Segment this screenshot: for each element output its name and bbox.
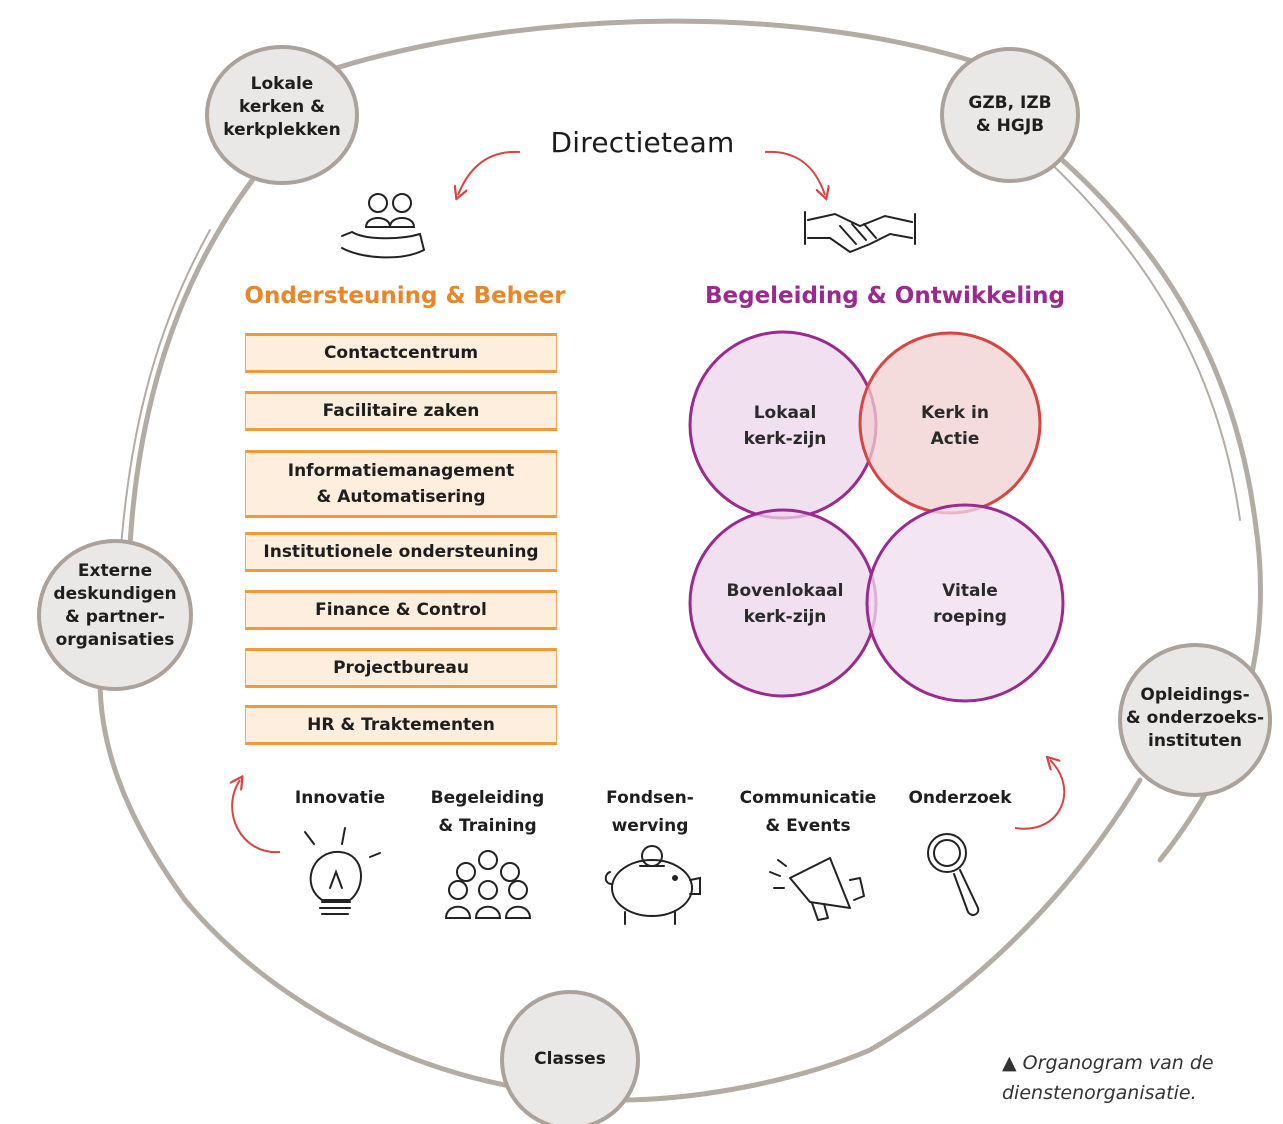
stack-item-contactcentrum: Contactcentrum — [245, 333, 557, 373]
service-communicatie: Communicatie & Events — [728, 784, 888, 840]
stack-item-label: Facilitaire zaken — [322, 401, 480, 421]
petals — [688, 330, 1065, 703]
stack-item-institutionele: Institutionele ondersteuning — [245, 532, 557, 572]
piggy-bank-icon — [604, 845, 701, 925]
stack-item-projectbureau: Projectbureau — [245, 648, 557, 688]
stack-item-label: & Automatisering — [316, 487, 486, 507]
petal-bovenlokaal-line-1: Bovenlokaal — [726, 581, 844, 601]
petal-circle-vitale — [865, 503, 1065, 703]
stack-item-facilitaire: Facilitaire zaken — [245, 391, 557, 431]
handshake-icon — [804, 211, 916, 254]
node-opleidings: Opleidings- & onderzoeks- instituten — [1120, 684, 1270, 753]
service-onderzoek-line-1: Onderzoek — [908, 788, 1012, 808]
petal-vitale-line-1: Vitale — [942, 581, 998, 601]
directieteam-arrows — [232, 150, 1066, 854]
stack-item-finance: Finance & Control — [245, 590, 557, 630]
service-innovatie: Innovatie — [280, 784, 400, 812]
left-branch-heading: Ondersteuning & Beheer — [244, 283, 566, 309]
service-fondsen-line-2: werving — [611, 816, 689, 836]
stack-item-label: HR & Traktementen — [307, 715, 495, 735]
service-communicatie-line-1: Communicatie — [739, 788, 877, 808]
node-externe: Externe deskundigen & partner- organisat… — [40, 560, 190, 652]
node-gzb: GZB, IZB & HGJB — [950, 92, 1070, 138]
node-externe-line-3: & partner- — [65, 607, 165, 627]
hands-people-icon — [341, 193, 426, 259]
service-fondsen-line-1: Fondsen- — [606, 788, 694, 808]
caption-line-1: ▲ Organogram van de — [1002, 1048, 1272, 1078]
node-lokale-line-2: kerken & — [239, 97, 325, 117]
magnifier-icon — [927, 833, 980, 916]
petal-bovenlokaal: Bovenlokaal kerk-zijn — [705, 578, 865, 630]
node-classes: Classes — [505, 1048, 635, 1071]
node-externe-line-2: deskundigen — [53, 584, 177, 604]
petal-kerk-line-1: Kerk in — [921, 403, 989, 423]
node-opleidings-line-2: & onderzoeks- — [1125, 708, 1265, 728]
petal-bovenlokaal-line-2: kerk-zijn — [743, 607, 827, 627]
petal-lokaal-line-2: kerk-zijn — [743, 429, 827, 449]
petal-kerk-line-2: Actie — [930, 429, 980, 449]
directieteam-title: Directieteam — [550, 126, 735, 159]
service-onderzoek: Onderzoek — [895, 784, 1025, 812]
stack-item-label: Finance & Control — [315, 600, 487, 620]
node-classes-line-1: Classes — [534, 1049, 606, 1069]
lightbulb-icon — [304, 827, 381, 915]
petal-vitale-line-2: roeping — [933, 607, 1007, 627]
caption-marker: ▲ — [1002, 1052, 1017, 1074]
node-lokale-line-3: kerkplekken — [223, 120, 341, 140]
node-gzb-line-1: GZB, IZB — [968, 93, 1052, 113]
node-circle-externe — [37, 539, 193, 691]
node-circle-gzb — [940, 47, 1080, 183]
service-begeleiding-line-2: & Training — [438, 816, 537, 836]
node-opleidings-line-1: Opleidings- — [1140, 685, 1250, 705]
service-innovatie-line-1: Innovatie — [294, 788, 386, 808]
node-circle-classes — [500, 990, 640, 1124]
node-opleidings-line-3: instituten — [1148, 731, 1242, 751]
petal-lokaal-line-1: Lokaal — [753, 403, 817, 423]
megaphone-icon — [769, 857, 865, 921]
service-begeleiding: Begeleiding & Training — [415, 784, 560, 840]
stack-item-informatiemanagement: Informatiemanagement & Automatisering — [245, 450, 557, 518]
service-communicatie-line-2: & Events — [765, 816, 851, 836]
group-icon — [444, 850, 532, 919]
node-circle-opleidings — [1118, 643, 1272, 797]
stack-item-label: Informatiemanagement — [287, 461, 515, 481]
node-externe-line-1: Externe — [77, 561, 153, 581]
stack-item-label: Contactcentrum — [323, 343, 479, 363]
node-externe-line-4: organisaties — [55, 630, 175, 650]
caption-text-1: Organogram van de — [1022, 1052, 1214, 1074]
node-gzb-line-2: & HGJB — [975, 116, 1045, 136]
node-lokale-line-1: Lokale — [250, 74, 314, 94]
stack-item-label: Projectbureau — [333, 658, 469, 678]
stack-item-label: Institutionele ondersteuning — [263, 542, 539, 562]
caption-text-2: dienstenorganisatie. — [1002, 1082, 1197, 1104]
figure-caption: ▲ Organogram van de dienstenorganisatie. — [1002, 1048, 1272, 1108]
service-begeleiding-line-1: Begeleiding — [430, 788, 545, 808]
service-fondsenwerving: Fondsen- werving — [585, 784, 715, 840]
node-lokale: Lokale kerken & kerkplekken — [212, 73, 352, 142]
petal-lokaal: Lokaal kerk-zijn — [715, 400, 855, 452]
outer-node-circles — [37, 45, 1272, 1124]
node-circle-lokale — [205, 45, 359, 185]
stack-item-hr: HR & Traktementen — [245, 705, 557, 745]
right-branch-heading: Begeleiding & Ontwikkeling — [704, 283, 1066, 309]
petal-kerk-in-actie: Kerk in Actie — [895, 400, 1015, 452]
petal-vitale-roeping: Vitale roeping — [910, 578, 1030, 630]
